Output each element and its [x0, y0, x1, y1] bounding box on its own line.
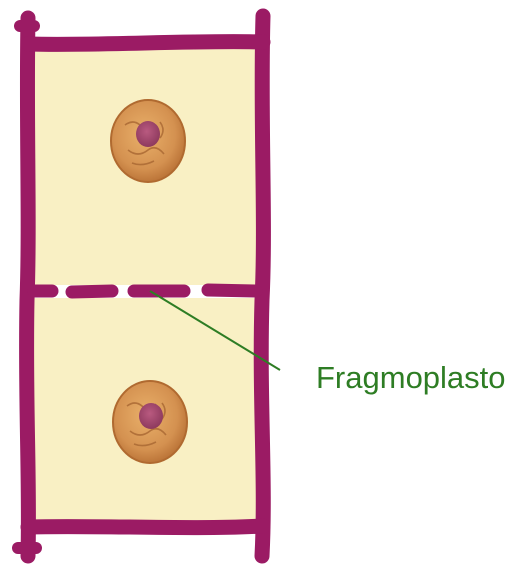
cell-plate-segment — [208, 290, 256, 291]
cell-plate-segment — [72, 291, 112, 292]
nucleus-icon — [113, 381, 187, 463]
top-wall — [28, 42, 263, 45]
nucleus-icon — [111, 100, 185, 182]
cell-plate — [34, 290, 256, 292]
right-wall — [261, 16, 263, 556]
phragmoplast-label: Fragmoplasto — [316, 358, 506, 398]
lower-nucleolus — [139, 403, 163, 429]
bottom-wall — [28, 526, 263, 528]
upper-nucleolus — [136, 121, 160, 147]
left-wall — [27, 18, 29, 556]
